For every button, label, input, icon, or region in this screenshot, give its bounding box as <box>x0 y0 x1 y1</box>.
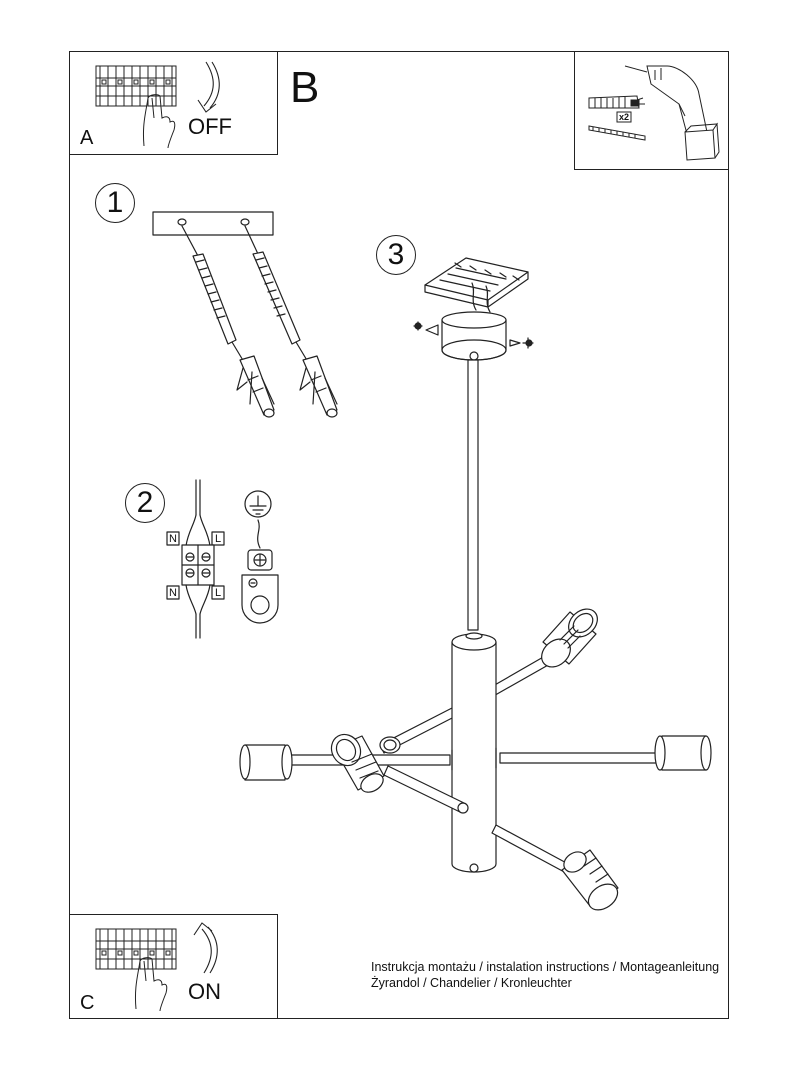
panel-b-letter: B <box>290 63 320 112</box>
caption-line-2: Żyrandol / Chandelier / Kronleuchter <box>371 976 572 990</box>
neutral-label-bottom: N <box>169 587 177 599</box>
panel-a-power-off: A OFF <box>69 51 278 155</box>
step-3-marker: 3 <box>376 235 416 275</box>
breaker-switch-icon <box>95 65 177 149</box>
lamp-holder <box>330 733 385 793</box>
mounting-plate-with-dowels <box>152 211 338 418</box>
canopy <box>413 311 534 361</box>
panel-c-power-on: C ON <box>69 914 278 1019</box>
lamp-holder <box>561 849 619 911</box>
quantity-label: x2 <box>619 112 630 122</box>
ceiling-bracket <box>424 257 529 313</box>
earth-connector <box>241 490 279 624</box>
lamp-holder <box>239 744 293 781</box>
power-off-label: OFF <box>188 114 232 139</box>
caption-line-1: Instrukcja montażu / instalation instruc… <box>371 960 720 974</box>
step-2-marker: 2 <box>125 483 165 523</box>
panel-a-letter: A <box>80 127 94 149</box>
live-label-top: L <box>215 533 222 545</box>
power-on-label: ON <box>188 979 221 1004</box>
chandelier <box>239 359 712 911</box>
panel-c-letter: C <box>80 992 95 1014</box>
instruction-sheet-frame <box>69 51 729 1019</box>
lamp-holder <box>379 736 401 754</box>
drill-icon <box>624 65 720 161</box>
wall-plug-and-screw-icon <box>588 95 646 141</box>
lamp-holder <box>654 735 712 771</box>
arrow-down-icon <box>197 61 220 113</box>
lamp-holder <box>541 608 598 668</box>
step-1-marker: 1 <box>95 183 135 223</box>
arrow-up-icon <box>193 922 218 974</box>
live-label-bottom: L <box>215 587 222 599</box>
wiring-terminal-block <box>166 479 225 639</box>
neutral-label-top: N <box>169 533 177 545</box>
document-caption: Instrukcja montażu / instalation instruc… <box>371 959 719 991</box>
tools-panel: x2 <box>574 51 729 170</box>
breaker-switch-icon <box>95 928 177 1012</box>
